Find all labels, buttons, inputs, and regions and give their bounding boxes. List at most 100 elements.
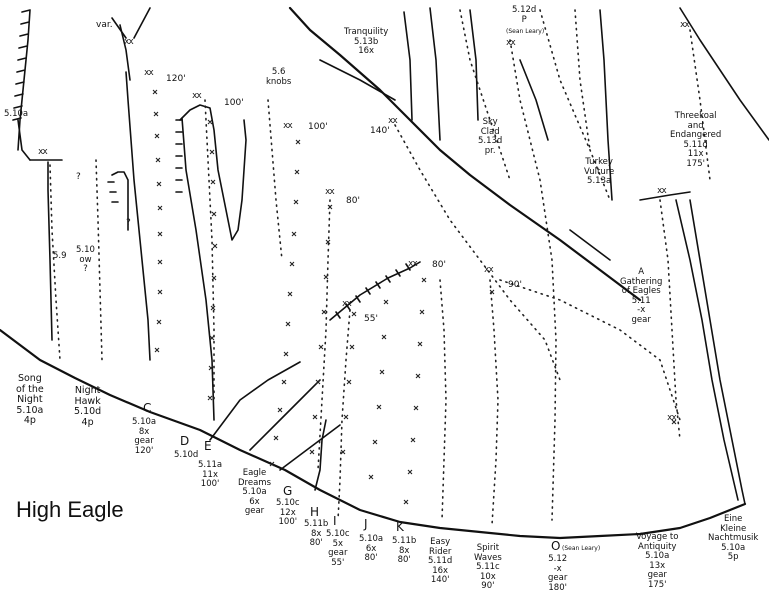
label-knobs: 5.6 knobs bbox=[266, 67, 292, 87]
route-easy-dots bbox=[439, 279, 447, 521]
anchor-spirit: xx bbox=[484, 265, 494, 275]
label-d: 5.10d bbox=[174, 450, 199, 460]
route-o-dots bbox=[509, 39, 557, 521]
label-eine-kleine: Eine Kleine Nachtmusik 5.10a 5p bbox=[708, 514, 759, 562]
left-roof-edge bbox=[12, 9, 31, 151]
label-e: 5.11a 11x 100' bbox=[198, 460, 223, 489]
anchor-i: xx bbox=[342, 299, 352, 309]
right-dihedral bbox=[689, 199, 746, 505]
anchor-top-p: xx bbox=[506, 38, 516, 48]
len-80-h: 80' bbox=[346, 196, 360, 206]
letter-g: G bbox=[283, 484, 293, 498]
letter-j: J bbox=[364, 517, 368, 531]
anchor-tranquility: xx bbox=[388, 116, 398, 126]
route-song-dots bbox=[49, 164, 61, 361]
len-140: 140' bbox=[370, 126, 390, 136]
label-tranquility: Tranquility 5.13b 16x bbox=[344, 27, 389, 56]
cliff-base-line bbox=[0, 328, 747, 540]
label-k: 5.11b 8x 80' bbox=[392, 536, 417, 565]
label-top-512d: 5.12d P bbox=[512, 5, 537, 25]
route-5-6-dots bbox=[267, 99, 283, 261]
right-ledge-2 bbox=[569, 229, 611, 261]
route-e-dots bbox=[204, 99, 215, 401]
label-spirit-waves: Spirit Waves 5.11c 10x 90' bbox=[474, 543, 502, 591]
anchor-k: xx bbox=[408, 259, 418, 269]
label-eagle-dreams: Eagle Dreams 5.10a 6x gear bbox=[238, 468, 271, 516]
letter-i: I bbox=[333, 514, 337, 528]
central-roof bbox=[329, 261, 421, 321]
len-55: 55' bbox=[364, 314, 378, 324]
label-h: 5.11b 8x 80' bbox=[304, 519, 329, 548]
label-top-512d-credit: (Sean Leary) bbox=[506, 28, 545, 35]
right-crack-2 bbox=[429, 7, 441, 141]
ramp-4 bbox=[314, 419, 327, 491]
right-crack-3 bbox=[469, 9, 479, 121]
ramp-2 bbox=[249, 379, 321, 451]
label-g: 5.10c 12x 100' bbox=[276, 498, 300, 527]
label-sky-clad: Sky Clad 5.13d pr. bbox=[478, 117, 503, 156]
flake-left bbox=[179, 104, 247, 241]
letter-k: K bbox=[396, 520, 404, 534]
letter-h: H bbox=[310, 505, 320, 519]
len-90: 90' bbox=[508, 280, 522, 290]
len-120: 120' bbox=[166, 74, 186, 84]
right-ledge bbox=[639, 191, 691, 201]
anchor-voyage-low: xx bbox=[667, 413, 677, 423]
bolt-line-e bbox=[207, 119, 218, 401]
question-b: ? bbox=[126, 218, 131, 228]
len-100-e: 100' bbox=[224, 98, 244, 108]
len-100-g: 100' bbox=[308, 122, 328, 132]
route-threekoal-dots bbox=[689, 29, 711, 181]
label-song-of-the-night: Song of the Night 5.10a 4p bbox=[16, 373, 44, 426]
anchor-threekoal: xx bbox=[680, 20, 690, 30]
right-crack-1 bbox=[403, 11, 413, 121]
anchor-left: xx bbox=[38, 147, 48, 157]
bolt-line-c bbox=[152, 89, 163, 353]
flake-trunk bbox=[181, 117, 215, 421]
bolt-line-k bbox=[403, 277, 427, 505]
bolt-line-j bbox=[368, 299, 389, 480]
question-a: ? bbox=[76, 172, 81, 182]
route-nighthawk-dots bbox=[95, 159, 103, 361]
label-c: 5.10a 8x gear 120' bbox=[132, 417, 157, 456]
bolt-line-h bbox=[309, 204, 333, 455]
label-easy-rider: Easy Rider 5.11d 16x 140' bbox=[428, 537, 453, 585]
letter-d: D bbox=[180, 434, 190, 448]
left-pillar bbox=[17, 119, 53, 341]
label-pitch-59: 5.9 bbox=[53, 251, 67, 261]
len-80-k: 80' bbox=[432, 260, 446, 270]
right-dihedral-2 bbox=[675, 199, 739, 501]
anchor-g: xx bbox=[283, 121, 293, 131]
label-threekoal: Threekoal and Endangered 5.11d 11x 175' bbox=[670, 111, 722, 169]
bolt-line-g bbox=[269, 139, 301, 467]
credit-o: (Sean Leary) bbox=[562, 545, 601, 552]
label-turkey-vulture: Turkey Vulture 5.13a bbox=[584, 157, 615, 186]
bolt-line-voyage bbox=[671, 419, 677, 425]
label-o: 5.12 -x gear 180' bbox=[548, 554, 568, 593]
c-crack-line bbox=[125, 71, 151, 361]
anchor-voyage-top: xx bbox=[657, 186, 667, 196]
anchor-c: xx bbox=[144, 68, 154, 78]
right-crack-4 bbox=[519, 59, 549, 141]
route-far-right-dots bbox=[574, 9, 591, 151]
anchor-h: xx bbox=[325, 187, 335, 197]
route-gathering-dots bbox=[499, 279, 681, 421]
letter-e: E bbox=[204, 439, 212, 453]
wall-title: High Eagle bbox=[16, 497, 124, 522]
var-tag: var. bbox=[96, 20, 113, 30]
label-upper-left: 5.10a bbox=[4, 109, 29, 119]
route-voyage-dots bbox=[659, 199, 681, 441]
anchor-e: xx bbox=[192, 91, 202, 101]
route-turkey-dots bbox=[539, 9, 611, 201]
ramp-1 bbox=[209, 361, 301, 441]
label-night-hawk: Night Hawk 5.10d 4p bbox=[74, 385, 102, 428]
bolt-line-i bbox=[340, 311, 357, 455]
label-i: 5.10c 5x gear 55' bbox=[326, 529, 350, 568]
label-voyage: Voyage to Antiquity 5.10a 13x gear 175' bbox=[636, 532, 679, 590]
letter-o: O bbox=[551, 539, 561, 553]
upper-chimney bbox=[119, 24, 131, 81]
route-spirit-dots bbox=[489, 279, 499, 526]
route-tranquility-dots bbox=[394, 124, 561, 381]
